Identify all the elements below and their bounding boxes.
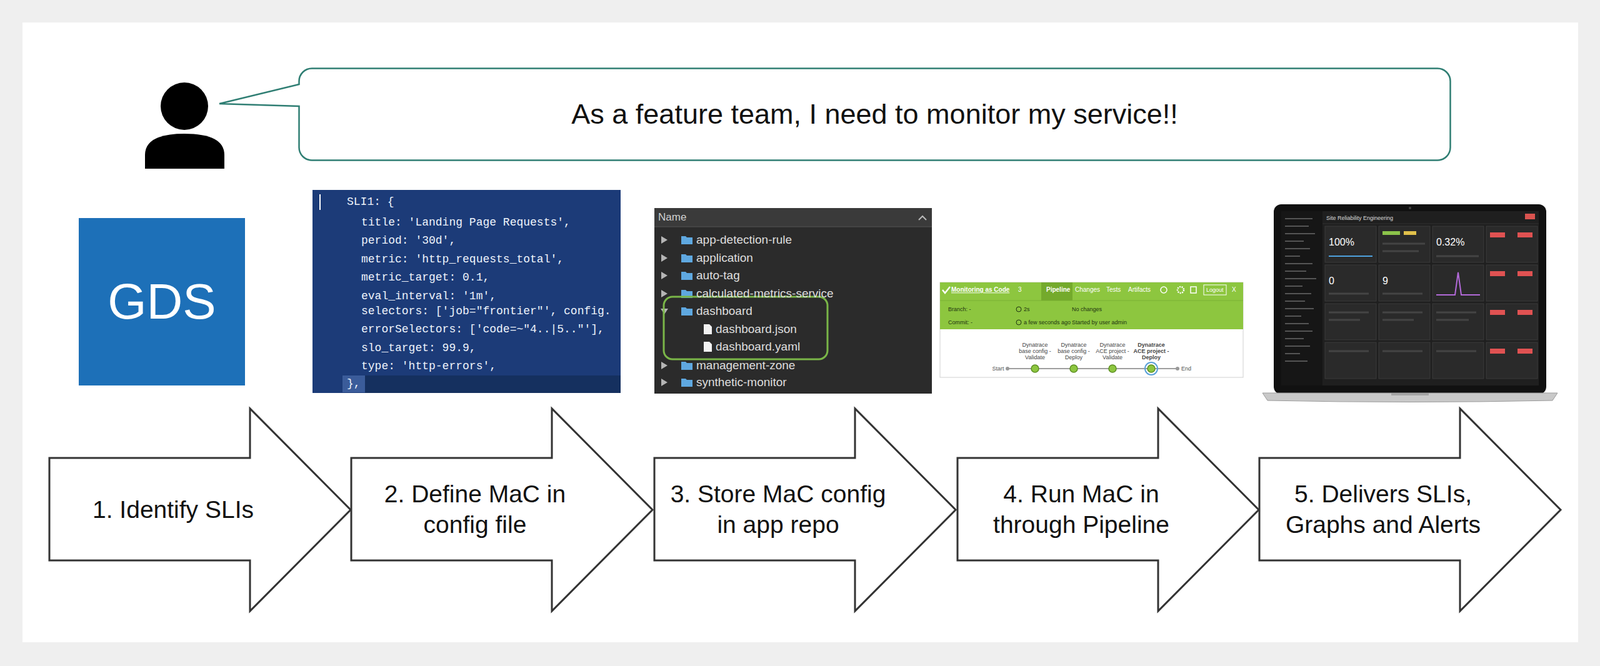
pipeline-text: Tests [1106,286,1121,294]
code-line: selectors: ['job="frontier"', config. [361,305,612,319]
node-text: 5. Delivers SLIs, Graphs and Alerts [1264,479,1502,541]
code-line: metric: 'http_requests_total', [361,253,564,267]
pipeline-text: Logout [1206,286,1224,294]
file-name: dashboard.json [715,322,797,337]
file-name: dashboard [696,304,753,319]
code-line: }, [346,377,361,391]
file-name: app-detection-rule [696,233,792,247]
code-line: metric_target: 0.1, [361,271,490,285]
laptop-illustration [1262,204,1558,403]
speech-bubble: As a feature team, I need to monitor my … [298,67,1452,162]
pipeline-text: Started by user admin [1071,319,1127,326]
node-text: 2. Define MaC in config file [356,479,594,541]
pipeline-text: a few seconds ago [1023,319,1071,326]
code-line: eval_interval: '1m', [361,290,497,304]
step-arrow: 5. Delivers SLIs, Graphs and Alerts [1258,407,1562,613]
dashboard-value: 0 [1328,275,1335,287]
node-text: 1. Identify SLIs [54,495,292,526]
file-name: application [696,251,754,265]
arrow-outline [956,407,1260,613]
arrow-outline [653,407,957,613]
dashboard-value: 0.32% [1436,236,1465,249]
code-line: slo_target: 99.9, [361,341,477,355]
dashboard-value: 9 [1382,275,1389,287]
dashboard-title: Site Reliability Engineering [1326,215,1394,222]
pipeline-text: No changes [1071,306,1102,313]
code-line: title: 'Landing Page Requests', [361,216,571,230]
stage-label: Dynatrace base config - Deploy [1055,341,1093,361]
pipeline-text: Artifacts [1128,286,1151,294]
code-line: errorSelectors: ['code=~"4..|5.."'], [361,323,605,337]
stage-label: Dynatrace base config - Validate [1016,341,1054,361]
node-text: GDS [107,270,216,334]
column-header: Name [658,211,687,224]
pipeline-screenshot [940,282,1244,378]
pipeline-text: Branch: - [948,306,972,313]
node-text: 3. Store MaC config in app repo [659,479,897,541]
person-icon [145,82,225,169]
file-name: calculated-metrics-service [696,286,834,301]
file-name: auto-tag [696,268,740,283]
pipeline-text: Monitoring as Code [951,286,1010,294]
logo-box: GDS [78,218,245,386]
dashboard-value: 100% [1328,236,1355,249]
step-arrow: 4. Run MaC in through Pipeline [956,407,1260,613]
step-arrow: 1. Identify SLIs [48,407,352,613]
panel [22,22,1579,643]
file-tree-screenshot [654,208,932,394]
code-line: period: '30d', [361,234,456,248]
step-arrow: 3. Store MaC config in app repo [653,407,957,613]
arrow-outline [350,407,654,613]
code-screenshot [312,190,621,394]
pipeline-text: 3 [1018,286,1022,294]
code-line: SLI1: { [346,195,395,209]
file-name: synthetic-monitor [696,375,787,390]
node-text: As a feature team, I need to monitor my … [571,96,1178,132]
pipeline-text: Pipeline [1046,286,1070,294]
stage-label: Dynatrace ACE project - Validate [1093,341,1132,361]
arrow-outline [1258,407,1562,613]
step-arrow: 2. Define MaC in config file [350,407,654,613]
stage-label: Dynatrace ACE project - Deploy [1132,341,1170,361]
code-line: type: 'http-errors', [361,360,497,374]
pipeline-text: Start [991,365,1004,372]
pipeline-text: Changes [1075,286,1100,294]
highlight-outline [663,296,828,360]
file-name: dashboard.yaml [715,340,800,354]
file-name: management-zone [696,358,795,373]
pipeline-text: Commit: - [948,319,973,326]
node-text: 4. Run MaC in through Pipeline [962,479,1200,541]
pipeline-text: 2s [1023,306,1030,313]
pipeline-text: X [1231,286,1237,294]
pipeline-text: End [1181,365,1192,372]
